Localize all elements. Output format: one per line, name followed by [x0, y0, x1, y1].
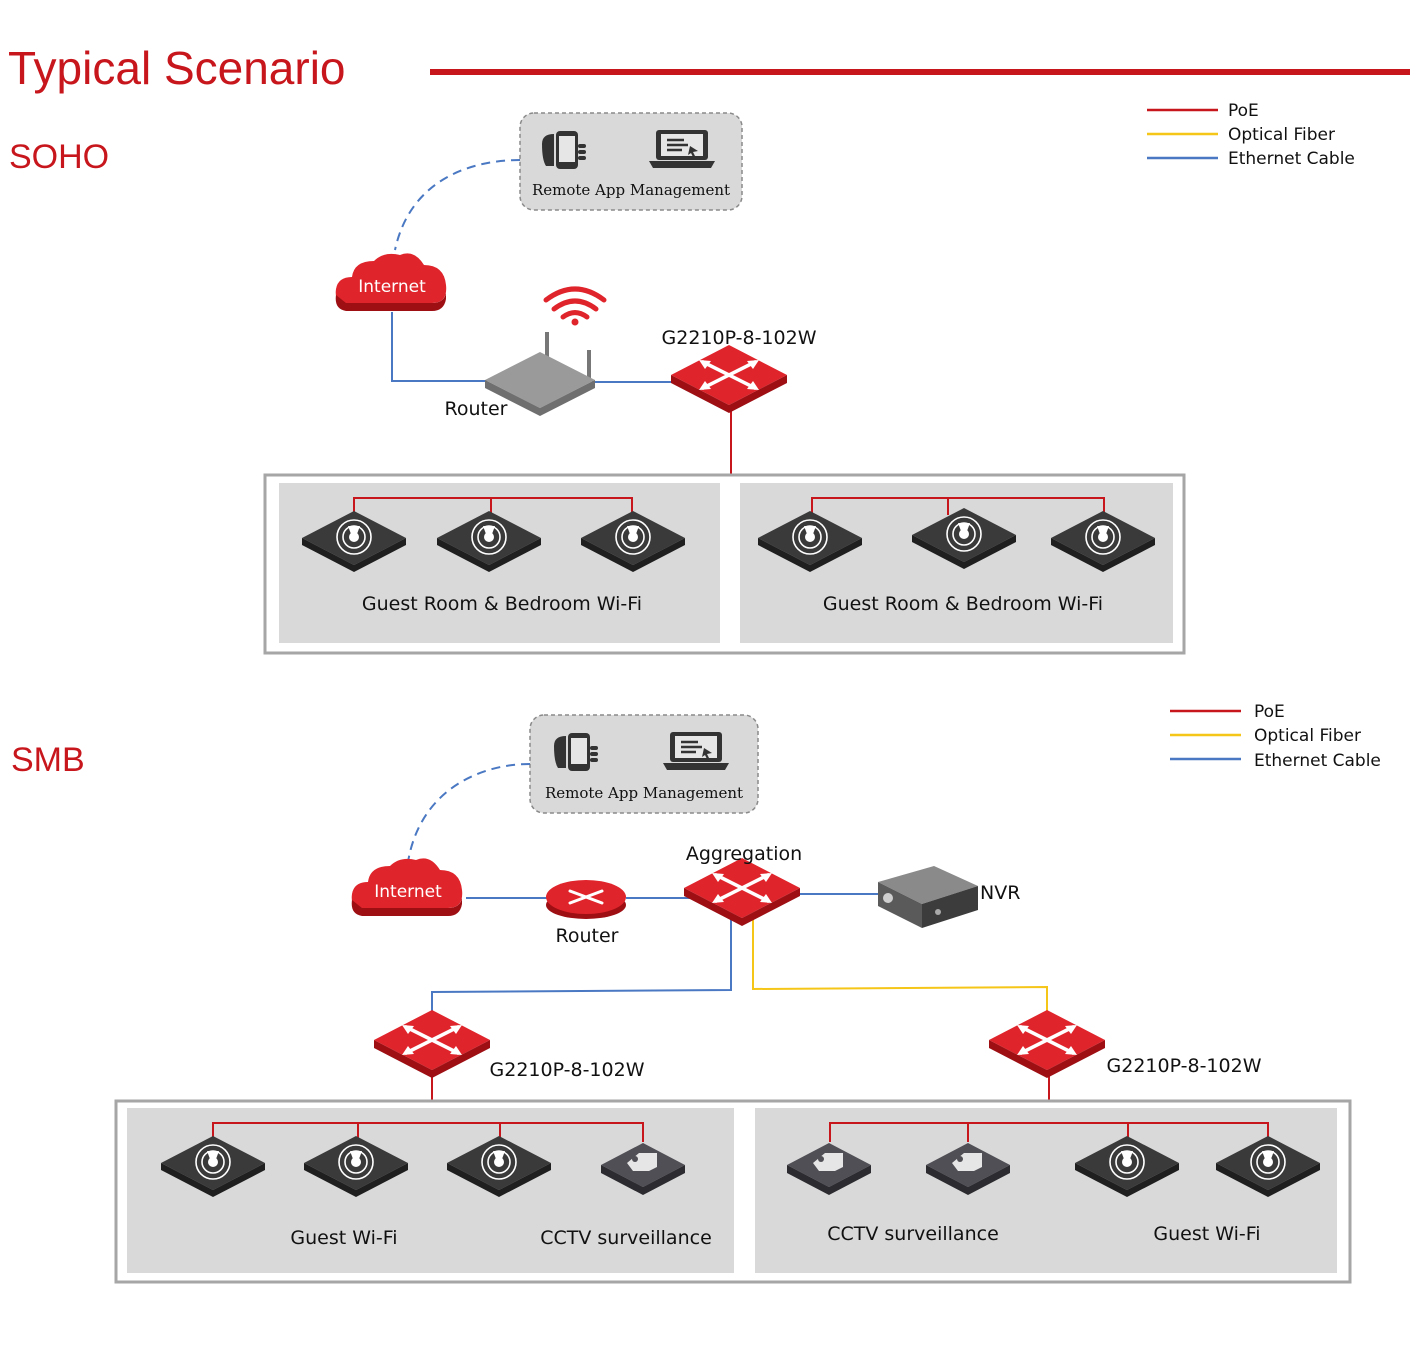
smb-aggregation-left-link	[431, 918, 732, 1022]
soho-switch: G2210P-8-102W	[662, 327, 817, 415]
smb-remote-link	[407, 763, 531, 863]
soho-zone-right-label: Guest Room & Bedroom Wi-Fi	[823, 593, 1103, 615]
legend-fiber-label: Optical Fiber	[1228, 125, 1335, 145]
smb-legend: PoE Optical Fiber Ethernet Cable	[1170, 702, 1381, 771]
page-title: Typical Scenario	[8, 42, 346, 94]
smb-right-wifi-label: Guest Wi-Fi	[1153, 1223, 1260, 1245]
laptop-icon	[661, 730, 731, 772]
smb-right-cctv-label: CCTV surveillance	[827, 1223, 999, 1245]
smb-remote-label: Remote App Management	[545, 784, 743, 802]
smb-left-switch: G2210P-8-102W	[372, 1008, 645, 1081]
soho-heading: SOHO	[9, 138, 109, 176]
smb-left-wifi-label: Guest Wi-Fi	[290, 1227, 397, 1249]
soho-switch-label: G2210P-8-102W	[662, 327, 817, 349]
smb-internet-label: Internet	[374, 882, 442, 902]
soho-router-label: Router	[445, 398, 508, 420]
smb-aggregation-switch: Aggregation	[682, 843, 802, 928]
smb-nvr: NVR	[878, 866, 1020, 928]
legend-poe-label: PoE	[1228, 101, 1259, 121]
soho-remote-link	[394, 159, 521, 251]
wifi-signal-icon	[543, 286, 607, 326]
smb-remote-management: Remote App Management	[529, 714, 759, 814]
legend-ethernet-label: Ethernet Cable	[1228, 149, 1355, 169]
soho-internet-router-link	[391, 312, 487, 382]
smb-right-switch: G2210P-8-102W	[987, 1008, 1262, 1080]
legend-ethernet-label: Ethernet Cable	[1254, 751, 1381, 771]
smb-aggregation-right-fiber	[752, 918, 1048, 1018]
soho-legend: PoE Optical Fiber Ethernet Cable	[1147, 101, 1355, 169]
smb-heading: SMB	[11, 741, 85, 779]
soho-remote-management: Remote App Management	[519, 112, 743, 211]
legend-fiber-label: Optical Fiber	[1254, 726, 1361, 746]
smb-aggregation-label: Aggregation	[686, 843, 802, 865]
smb-nvr-label: NVR	[980, 882, 1020, 904]
smb-right-switch-label: G2210P-8-102W	[1107, 1055, 1262, 1077]
smb-left-cctv-label: CCTV surveillance	[540, 1227, 712, 1249]
smb-router: Router	[546, 880, 626, 947]
smb-zone-left	[127, 1108, 734, 1273]
soho-section: SOHO PoE Optical Fiber Ethernet Cable Re…	[9, 101, 1355, 655]
laptop-icon	[647, 128, 717, 170]
soho-zone-left-label: Guest Room & Bedroom Wi-Fi	[362, 593, 642, 615]
soho-internet-label: Internet	[358, 277, 426, 297]
smb-section: SMB PoE Optical Fiber Ethernet Cable Rem…	[11, 702, 1381, 1284]
smb-zone-right	[755, 1108, 1337, 1273]
legend-poe-label: PoE	[1254, 702, 1285, 722]
soho-router: Router	[445, 332, 595, 420]
smb-router-label: Router	[556, 925, 619, 947]
soho-remote-label: Remote App Management	[532, 181, 730, 199]
smb-left-switch-label: G2210P-8-102W	[490, 1059, 645, 1081]
smb-internet-cloud: Internet	[351, 858, 463, 916]
soho-internet-cloud: Internet	[335, 253, 447, 311]
